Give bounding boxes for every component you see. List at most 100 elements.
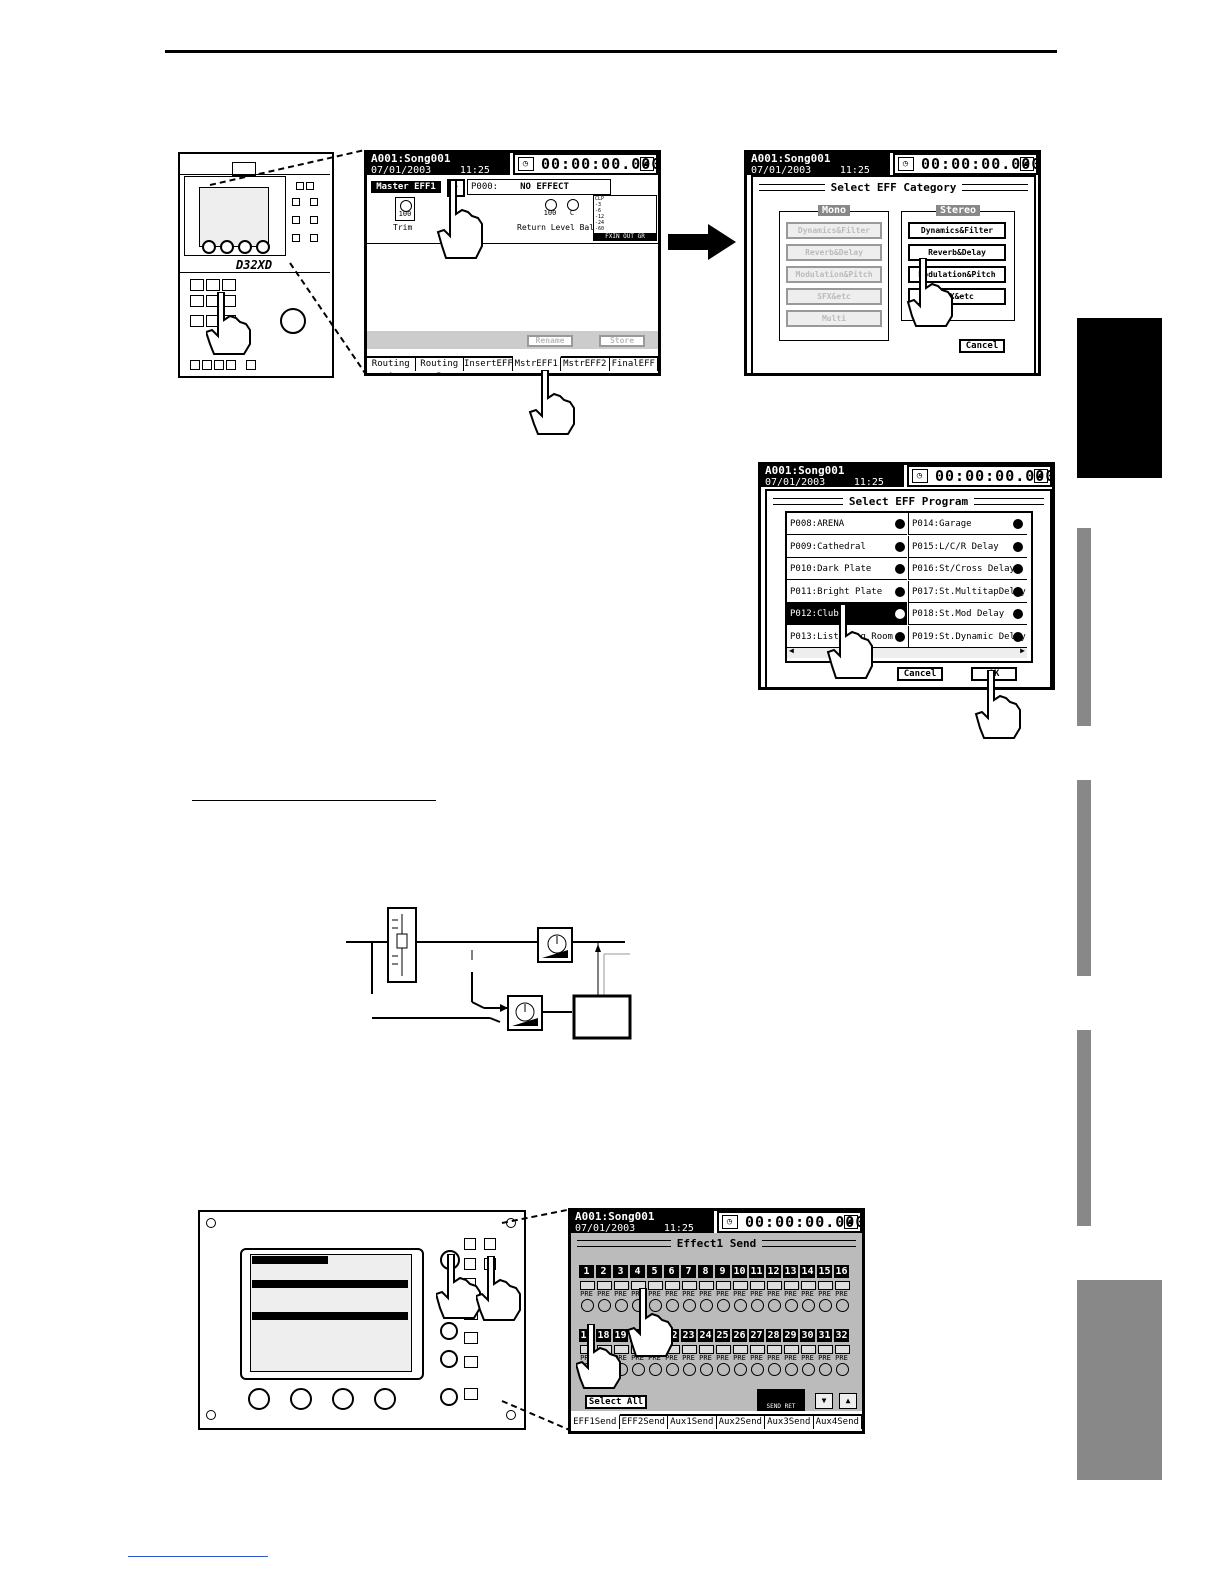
program-item[interactable]: P016:St/Cross Delay xyxy=(908,558,1027,580)
tab-0[interactable]: Routing A xyxy=(367,358,416,373)
channel-select-button[interactable] xyxy=(784,1345,799,1354)
panel-knob[interactable] xyxy=(220,240,234,254)
send-level-knob[interactable] xyxy=(632,1363,645,1376)
program-item[interactable]: P018:St.Mod Delay xyxy=(908,603,1027,625)
channel-select-button[interactable] xyxy=(767,1281,782,1290)
send-level-knob[interactable] xyxy=(700,1299,713,1312)
mono-category-button[interactable]: Multi xyxy=(786,310,882,327)
panel-knob[interactable] xyxy=(374,1388,396,1410)
channel-select-button[interactable] xyxy=(665,1281,680,1290)
program-item[interactable]: P017:St.MultitapDelay xyxy=(908,580,1027,603)
cancel-button[interactable]: Cancel xyxy=(959,339,1005,353)
panel-knob[interactable] xyxy=(440,1388,458,1406)
program-item[interactable]: P014:Garage xyxy=(908,513,1027,535)
program-item[interactable]: P009:Cathedral xyxy=(787,536,907,558)
page-down-icon[interactable]: ▼ xyxy=(815,1393,833,1409)
send-level-knob[interactable] xyxy=(734,1299,747,1312)
send-tab-0[interactable]: EFF1Send xyxy=(571,1414,620,1429)
panel-knob[interactable] xyxy=(440,1350,458,1368)
send-level-knob[interactable] xyxy=(819,1299,832,1312)
send-tab-3[interactable]: Aux2Send xyxy=(717,1416,765,1429)
channel-select-button[interactable] xyxy=(580,1281,595,1290)
send-level-knob[interactable] xyxy=(666,1363,679,1376)
send-level-knob[interactable] xyxy=(751,1299,764,1312)
send-level-knob[interactable] xyxy=(615,1299,628,1312)
tab-1[interactable]: Routing B xyxy=(416,358,464,373)
eject-icon[interactable]: ⏏ xyxy=(1034,469,1048,483)
send-tab-4[interactable]: Aux3Send xyxy=(765,1416,814,1429)
send-tab-2[interactable]: Aux1Send xyxy=(668,1416,717,1429)
send-level-knob[interactable] xyxy=(683,1299,696,1312)
send-level-knob[interactable] xyxy=(836,1363,849,1376)
program-item[interactable]: P015:L/C/R Delay xyxy=(908,535,1027,558)
mono-category-button[interactable]: Dynamics&Filter xyxy=(786,222,882,239)
scroll-right-icon[interactable]: ▶ xyxy=(1020,646,1025,655)
send-level-knob[interactable] xyxy=(751,1363,764,1376)
program-field[interactable]: P000:NO EFFECT xyxy=(467,179,611,195)
channel-select-button[interactable] xyxy=(818,1281,833,1290)
send-level-knob[interactable] xyxy=(734,1363,747,1376)
balance-knob[interactable]: C xyxy=(563,197,581,219)
send-level-knob[interactable] xyxy=(819,1363,832,1376)
list-scrollbar[interactable]: ◀ ▶ xyxy=(787,646,1027,658)
send-level-knob[interactable] xyxy=(581,1299,594,1312)
send-level-knob[interactable] xyxy=(717,1299,730,1312)
mono-category-button[interactable]: Reverb&Delay xyxy=(786,244,882,261)
channel-select-button[interactable] xyxy=(801,1281,816,1290)
select-all-button[interactable]: Select All xyxy=(585,1395,647,1409)
channel-select-button[interactable] xyxy=(835,1345,850,1354)
channel-select-button[interactable] xyxy=(716,1345,731,1354)
channel-select-button[interactable] xyxy=(682,1345,697,1354)
channel-select-button[interactable] xyxy=(699,1345,714,1354)
panel-knob[interactable] xyxy=(290,1388,312,1410)
channel-select-button[interactable] xyxy=(750,1281,765,1290)
send-level-knob[interactable] xyxy=(768,1363,781,1376)
eject-icon[interactable]: ⏏ xyxy=(844,1215,858,1229)
mono-category-button[interactable]: SFX&etc xyxy=(786,288,882,305)
panel-knob[interactable] xyxy=(332,1388,354,1410)
send-level-knob[interactable] xyxy=(768,1299,781,1312)
tab-4[interactable]: MstrEFF2 xyxy=(561,358,610,371)
program-item[interactable]: P011:Bright Plate xyxy=(787,581,907,603)
send-level-knob[interactable] xyxy=(785,1299,798,1312)
return-level-knob[interactable]: 100 xyxy=(541,197,559,219)
trim-knob[interactable]: 100 xyxy=(395,197,415,221)
channel-select-button[interactable] xyxy=(614,1345,629,1354)
stereo-category-button[interactable]: Dynamics&Filter xyxy=(908,222,1006,239)
panel-knob[interactable] xyxy=(238,240,252,254)
send-level-knob[interactable] xyxy=(785,1363,798,1376)
panel-knob[interactable] xyxy=(202,240,216,254)
channel-select-button[interactable] xyxy=(818,1345,833,1354)
send-tab-5[interactable]: Aux4Send xyxy=(814,1416,862,1429)
scroll-left-icon[interactable]: ◀ xyxy=(789,646,794,655)
send-level-knob[interactable] xyxy=(700,1363,713,1376)
send-level-knob[interactable] xyxy=(802,1363,815,1376)
channel-select-button[interactable] xyxy=(716,1281,731,1290)
send-level-knob[interactable] xyxy=(598,1299,611,1312)
channel-select-button[interactable] xyxy=(733,1281,748,1290)
channel-select-button[interactable] xyxy=(699,1281,714,1290)
channel-select-button[interactable] xyxy=(733,1345,748,1354)
send-level-knob[interactable] xyxy=(649,1299,662,1312)
eject-icon[interactable]: ⏏ xyxy=(640,157,654,171)
channel-select-button[interactable] xyxy=(682,1281,697,1290)
channel-select-button[interactable] xyxy=(631,1281,646,1290)
program-item[interactable]: P008:ARENA xyxy=(787,513,907,535)
tab-2[interactable]: InsertEFF xyxy=(464,358,513,371)
panel-knob[interactable] xyxy=(440,1322,458,1340)
send-level-knob[interactable] xyxy=(802,1299,815,1312)
send-level-knob[interactable] xyxy=(666,1299,679,1312)
channel-select-button[interactable] xyxy=(597,1281,612,1290)
panel-knob[interactable] xyxy=(248,1388,270,1410)
mono-category-button[interactable]: Modulation&Pitch xyxy=(786,266,882,283)
jog-dial[interactable] xyxy=(280,308,306,334)
send-level-knob[interactable] xyxy=(683,1363,696,1376)
program-item[interactable]: P010:Dark Plate xyxy=(787,558,907,580)
channel-select-button[interactable] xyxy=(648,1281,663,1290)
stereo-category-button[interactable]: Modulation&Pitch xyxy=(908,266,1006,283)
store-button[interactable]: Store xyxy=(599,335,645,347)
page-up-icon[interactable]: ▲ xyxy=(839,1393,857,1409)
cancel-button[interactable]: Cancel xyxy=(897,667,943,681)
tab-5[interactable]: FinalEFF xyxy=(610,358,658,371)
send-level-knob[interactable] xyxy=(717,1363,730,1376)
